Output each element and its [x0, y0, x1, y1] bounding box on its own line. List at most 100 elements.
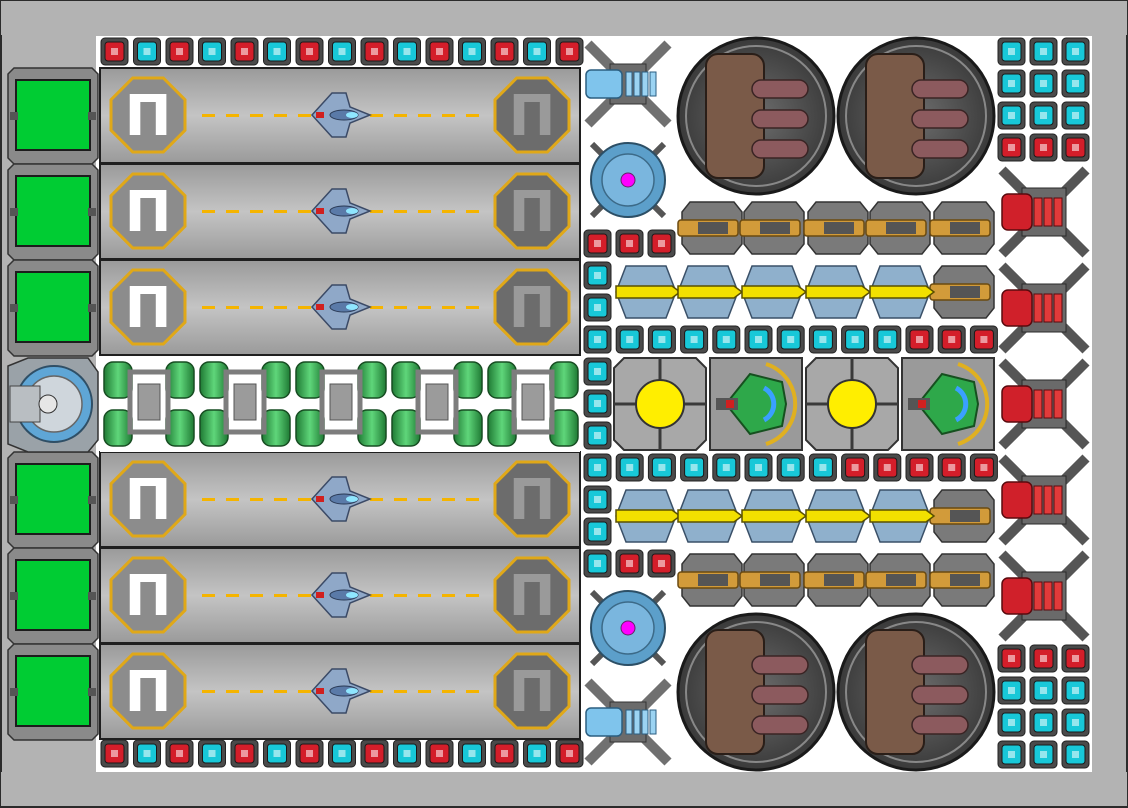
fighter-ship-icon[interactable]	[310, 188, 373, 234]
armor-block-red[interactable]	[937, 325, 966, 354]
armor-block-cyan[interactable]	[1061, 676, 1090, 705]
armor-block-red[interactable]	[997, 133, 1026, 162]
armor-block-red[interactable]	[490, 37, 519, 66]
sensor-dish-icon[interactable]	[589, 141, 667, 219]
armor-block-red[interactable]	[425, 739, 454, 768]
armor-block-cyan[interactable]	[198, 739, 226, 768]
laser-turret-icon[interactable]	[869, 265, 936, 319]
fuel-tank-icon[interactable]	[391, 361, 483, 447]
laser-turret-icon[interactable]	[869, 489, 936, 543]
armor-block-cyan[interactable]	[1029, 676, 1058, 705]
thruster-icon[interactable]	[584, 678, 672, 766]
storage-icon[interactable]	[7, 451, 99, 549]
armor-block-cyan[interactable]	[198, 37, 226, 66]
armor-block-cyan[interactable]	[680, 453, 709, 482]
launch-pad-icon[interactable]: Π	[493, 172, 571, 250]
armor-block-red[interactable]	[841, 453, 870, 482]
laser-turret-icon[interactable]	[739, 201, 805, 255]
armor-block-cyan[interactable]	[744, 325, 773, 354]
launch-pad-icon[interactable]: Π	[493, 268, 571, 346]
armor-block-cyan[interactable]	[523, 37, 551, 66]
fighter-ship-icon[interactable]	[310, 668, 373, 714]
armor-block-red[interactable]	[165, 37, 194, 66]
launch-pad-icon[interactable]: Π	[493, 460, 571, 538]
armor-block-cyan[interactable]	[1029, 708, 1058, 737]
laser-turret-icon[interactable]	[865, 553, 931, 607]
armor-block-cyan[interactable]	[997, 676, 1026, 705]
laser-turret-icon[interactable]	[677, 201, 743, 255]
armor-block-cyan[interactable]	[997, 69, 1026, 98]
cannon-turret-icon[interactable]	[676, 612, 836, 772]
armor-block-red[interactable]	[165, 739, 194, 768]
fighter-ship-icon[interactable]	[310, 284, 373, 330]
cockpit-icon[interactable]	[7, 357, 99, 453]
storage-icon[interactable]	[7, 547, 99, 645]
launch-pad-icon[interactable]: Π	[109, 460, 187, 538]
armor-block-cyan[interactable]	[458, 37, 486, 66]
fuel-tank-icon[interactable]	[103, 361, 195, 447]
armor-block-red[interactable]	[295, 739, 324, 768]
laser-turret-icon[interactable]	[741, 489, 808, 543]
laser-turret-icon[interactable]	[805, 265, 872, 319]
armor-block-cyan[interactable]	[712, 453, 741, 482]
laser-turret-icon[interactable]	[677, 553, 743, 607]
armor-block-cyan[interactable]	[776, 325, 805, 354]
missile-launcher-icon[interactable]	[998, 454, 1090, 546]
sensor-dish-icon[interactable]	[589, 589, 667, 667]
armor-block-cyan[interactable]	[1029, 101, 1058, 130]
armor-block-cyan[interactable]	[1061, 740, 1090, 769]
armor-block-red[interactable]	[100, 37, 129, 66]
armor-block-cyan[interactable]	[712, 325, 741, 354]
armor-block-cyan[interactable]	[583, 421, 612, 450]
launch-pad-icon[interactable]: Π	[493, 76, 571, 154]
armor-block-cyan[interactable]	[808, 453, 837, 482]
armor-block-red[interactable]	[969, 325, 998, 354]
laser-turret-icon[interactable]	[805, 489, 872, 543]
armor-block-cyan[interactable]	[841, 325, 870, 354]
armor-block-cyan[interactable]	[615, 325, 644, 354]
armor-block-cyan[interactable]	[1029, 69, 1058, 98]
armor-block-red[interactable]	[230, 37, 259, 66]
armor-block-red[interactable]	[647, 229, 676, 258]
missile-launcher-icon[interactable]	[998, 166, 1090, 258]
fighter-ship-icon[interactable]	[310, 572, 373, 618]
armor-block-cyan[interactable]	[328, 37, 356, 66]
armor-block-cyan[interactable]	[997, 708, 1026, 737]
missile-launcher-icon[interactable]	[998, 550, 1090, 642]
armor-block-red[interactable]	[555, 739, 584, 768]
armor-block-cyan[interactable]	[583, 453, 612, 482]
armor-block-red[interactable]	[583, 229, 612, 258]
armor-block-cyan[interactable]	[263, 739, 291, 768]
armor-block-cyan[interactable]	[583, 325, 612, 354]
armor-block-red[interactable]	[969, 453, 998, 482]
armor-block-red[interactable]	[1029, 133, 1058, 162]
armor-block-cyan[interactable]	[776, 453, 805, 482]
launch-pad-icon[interactable]: Π	[493, 556, 571, 634]
armor-block-cyan[interactable]	[133, 37, 161, 66]
armor-block-cyan[interactable]	[583, 517, 612, 546]
armor-block-cyan[interactable]	[997, 740, 1026, 769]
launch-pad-icon[interactable]: Π	[109, 268, 187, 346]
reactor-icon[interactable]	[613, 357, 707, 451]
laser-turret-icon[interactable]	[929, 553, 995, 607]
armor-block-cyan[interactable]	[997, 101, 1026, 130]
armor-block-cyan[interactable]	[1061, 37, 1090, 66]
armor-block-red[interactable]	[937, 453, 966, 482]
armor-block-cyan[interactable]	[615, 453, 644, 482]
armor-block-cyan[interactable]	[583, 549, 612, 578]
armor-block-cyan[interactable]	[680, 325, 709, 354]
laser-turret-icon[interactable]	[929, 489, 995, 543]
armor-block-cyan[interactable]	[647, 325, 676, 354]
armor-block-red[interactable]	[1061, 133, 1090, 162]
storage-icon[interactable]	[7, 163, 99, 261]
launch-pad-icon[interactable]: Π	[109, 172, 187, 250]
armor-block-cyan[interactable]	[1029, 740, 1058, 769]
armor-block-cyan[interactable]	[1061, 101, 1090, 130]
armor-block-cyan[interactable]	[583, 293, 612, 322]
armor-block-cyan[interactable]	[393, 37, 421, 66]
laser-turret-icon[interactable]	[615, 265, 682, 319]
fuel-tank-icon[interactable]	[487, 361, 579, 447]
